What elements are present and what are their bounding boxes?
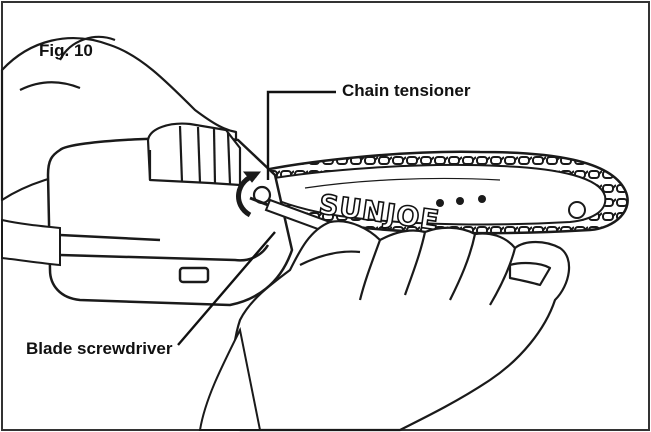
saw-cap	[146, 122, 242, 187]
bar-hole-small	[436, 199, 444, 207]
lower-arm	[198, 326, 262, 431]
guide-bar	[261, 163, 607, 226]
screwdriver-leader	[177, 231, 276, 346]
saw-handle	[0, 218, 61, 267]
tensioner-leader	[266, 90, 336, 180]
bar-hole	[568, 201, 586, 219]
chain-tensioner-label: Chain tensioner	[340, 81, 473, 100]
bar-hole-small	[478, 195, 486, 203]
callout-lines	[177, 90, 336, 346]
tensioner-arrow	[236, 171, 272, 218]
saw-vent	[178, 266, 210, 284]
lower-hand	[231, 220, 571, 432]
figure-label: Fig. 10	[39, 41, 93, 60]
bar-hole-small	[456, 197, 464, 205]
blade-screwdriver-label: Blade screwdriver	[24, 339, 175, 358]
chain-bar	[253, 150, 629, 235]
